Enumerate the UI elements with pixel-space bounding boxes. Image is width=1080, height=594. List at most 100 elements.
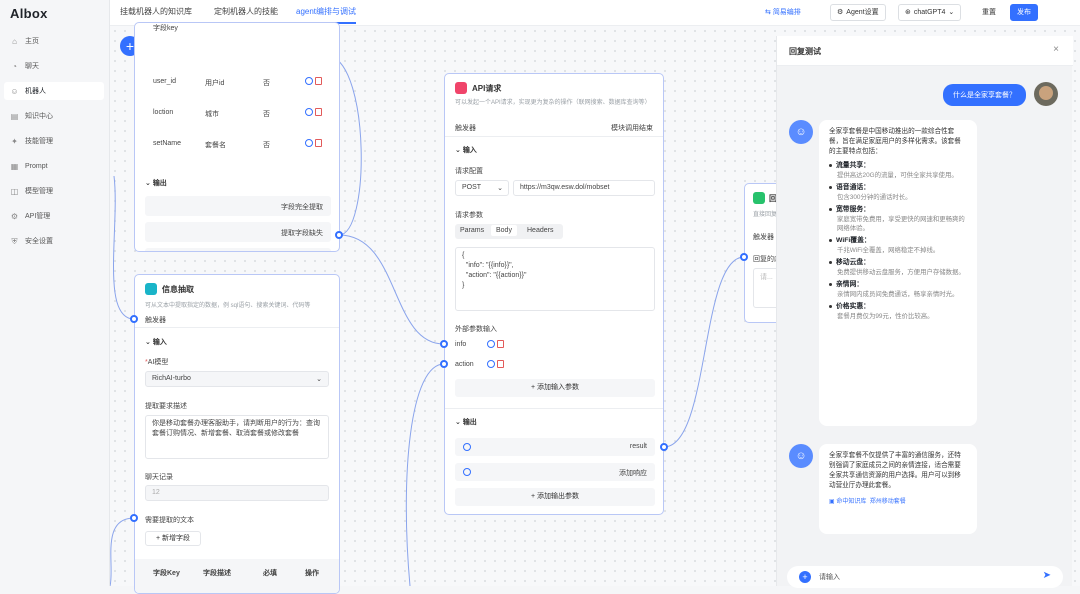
history-label: 聊天记录 <box>145 474 173 481</box>
sidebar-item-1[interactable]: ◔聊天 <box>4 57 104 75</box>
settings-icon[interactable] <box>305 139 313 147</box>
tab-agent-debug[interactable]: agent编排与调试 <box>296 0 357 24</box>
settings-icon[interactable] <box>463 468 471 476</box>
sidebar-item-label: API管理 <box>25 213 51 220</box>
field-desc: 城市 <box>205 111 219 118</box>
trash-icon[interactable] <box>497 360 505 368</box>
field-actions <box>305 139 323 149</box>
trash-icon[interactable] <box>315 139 323 147</box>
add-output-param-button[interactable]: + 添加输出参数 <box>455 488 655 506</box>
input-section-label: ⌄ 输入 <box>145 339 167 346</box>
trigger-port[interactable] <box>130 315 138 323</box>
field-actions <box>305 77 323 87</box>
body-line: { <box>462 252 465 259</box>
feature-desc: 家庭宽带免费用，享受更快的网速和更畅爽的网络体验。 <box>837 216 965 232</box>
publish-button[interactable]: 发布 <box>1010 4 1038 21</box>
add-field-button[interactable]: + 新增字段 <box>145 531 201 546</box>
sidebar: Albox ⌂主页 ◔聊天 ☺ 机器人 ▤知识中心 ✦技能管理 ▦Prompt ◫模型管理 ⚙ A… <box>0 0 110 586</box>
robot-icon: ☺ <box>795 126 807 138</box>
sidebar-item-label: 主页 <box>25 38 39 45</box>
chat-test-panel: 回复测试 × 什么是全家享套餐？ ☺ 全家享套餐是中国移动推出的一款综合性套餐，… <box>776 36 1073 588</box>
ai-model-select[interactable]: RichAI-turbo⌄ <box>145 371 329 387</box>
feature-desc: 免费提供移动云盘服务，方便用户存储数据。 <box>837 269 965 276</box>
gear-icon: ⚙ <box>837 9 844 16</box>
add-input-param-button[interactable]: + 添加输入参数 <box>455 379 655 397</box>
trash-icon[interactable] <box>315 108 323 116</box>
api-node-title: API请求 <box>472 84 502 93</box>
reply-input-port[interactable] <box>740 253 748 261</box>
agent-settings-button[interactable]: ⚙Agent设置 <box>830 4 886 21</box>
result-output-port[interactable] <box>660 443 668 451</box>
sidebar-item-0[interactable]: ⌂主页 <box>4 32 104 50</box>
chevron-down-icon: ⌄ <box>948 9 955 16</box>
tab-headers[interactable]: Headers <box>527 227 554 234</box>
settings-icon[interactable] <box>487 360 495 368</box>
sidebar-item-3[interactable]: ▤知识中心 <box>4 107 104 125</box>
sidebar-item-label: 聊天 <box>25 63 39 70</box>
tab-body[interactable]: Body <box>491 225 517 236</box>
extract-node-icon <box>145 283 157 295</box>
sidebar-item-label: 知识中心 <box>25 113 53 120</box>
sidebar-item-6[interactable]: ◫模型管理 <box>4 182 104 200</box>
api-icon: ⚙ <box>10 211 19 221</box>
output-port[interactable] <box>335 231 343 239</box>
trash-icon[interactable] <box>497 340 505 348</box>
feature-desc: 亲情网内成员间免费通话，畅享亲情时光。 <box>837 291 959 298</box>
requirement-textarea[interactable]: 你是移动套餐办理客服助手，请判断用户的行为：查询套餐订购情况、新增套餐、取消套餐… <box>145 415 329 459</box>
feature-title: 价格实惠： <box>829 302 967 312</box>
user-avatar <box>1034 82 1058 106</box>
chat-input[interactable]: 请输入 <box>819 574 840 581</box>
bot-avatar: ☺ <box>789 120 813 144</box>
close-icon[interactable]: × <box>1053 44 1059 55</box>
plus-icon[interactable]: + <box>799 571 811 583</box>
output-row: 完整提取结果 <box>145 248 331 251</box>
model-select[interactable]: ⊛chatGPT4⌄ <box>898 4 962 21</box>
api-node-desc: 可以发起一个API请求，实现更为复杂的操作（联网搜索、数据库查询等） <box>455 100 651 106</box>
output-row: 提取字段缺失 <box>145 222 331 242</box>
settings-icon[interactable] <box>305 77 313 85</box>
reset-button[interactable]: 重置 <box>976 4 1002 21</box>
simple-edit-link[interactable]: ⇆ 简易编排 <box>765 9 801 16</box>
send-icon[interactable]: ➤ <box>1042 570 1051 581</box>
grid-icon: ▦ <box>10 161 19 171</box>
tab-params[interactable]: Params <box>460 227 485 234</box>
extract-node-title: 信息抽取 <box>162 285 194 294</box>
sidebar-item-2[interactable]: ☺ 机器人 <box>4 82 104 100</box>
tab-knowledge[interactable]: 挂载机器人的知识库 <box>120 7 192 16</box>
body-editor[interactable]: { "info": "{{info}}", "action": "{{actio… <box>455 247 655 311</box>
settings-icon[interactable] <box>463 443 471 451</box>
sidebar-item-5[interactable]: ▦Prompt <box>4 157 104 175</box>
connector-fields-to-api <box>338 234 445 345</box>
feature-title: 亲情网： <box>829 280 967 290</box>
api-request-node[interactable]: API请求 可以发起一个API请求，实现更为复杂的操作（联网搜索、数据库查询等）… <box>444 73 664 515</box>
history-input[interactable]: 12 <box>145 485 329 501</box>
trash-icon[interactable] <box>315 77 323 85</box>
plus-icon: + <box>125 38 135 54</box>
connector-extract-in <box>113 175 135 320</box>
sidebar-item-label: 机器人 <box>25 88 46 95</box>
user-message: 什么是全家享套餐？ <box>943 84 1026 106</box>
app-logo: Albox <box>10 6 48 21</box>
sidebar-item-8[interactable]: ⛨安全设置 <box>4 232 104 250</box>
sidebar-item-4[interactable]: ✦技能管理 <box>4 132 104 150</box>
settings-icon[interactable] <box>305 108 313 116</box>
url-input[interactable]: https://m3qw.esw.dol/mobset <box>513 180 655 196</box>
robot-icon: ☺ <box>10 86 19 96</box>
body-line: } <box>462 282 465 289</box>
param-info: info <box>455 341 467 348</box>
connector-fields-up <box>329 55 362 236</box>
params-label: 请求参数 <box>455 212 483 219</box>
info-extract-node[interactable]: 信息抽取 可从文本中提取指定的数据，例 sql语句、搜索关键词、代码等 触发器 … <box>134 274 340 594</box>
output-result-row: result <box>455 438 655 456</box>
connector-action-in <box>405 363 445 586</box>
settings-icon[interactable] <box>487 340 495 348</box>
action-input-port[interactable] <box>440 360 448 368</box>
tab-skills[interactable]: 定制机器人的技能 <box>214 7 278 16</box>
sidebar-item-7[interactable]: ⚙ API管理 <box>4 207 104 225</box>
connection-lines <box>110 55 745 586</box>
output-row: 字段完全提取 <box>145 196 331 216</box>
method-select[interactable]: POST⌄ <box>455 180 509 196</box>
info-input-port[interactable] <box>440 340 448 348</box>
text-input-port[interactable] <box>130 514 138 522</box>
